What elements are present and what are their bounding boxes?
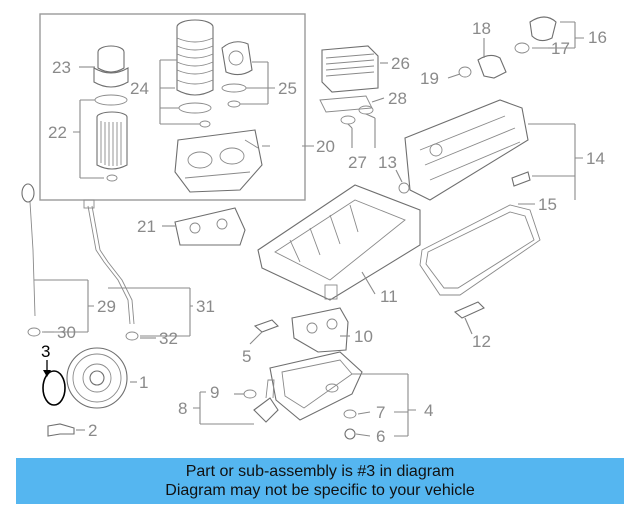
- callout-2: 2: [88, 421, 97, 440]
- callout-7: 7: [376, 403, 385, 422]
- tube-seal-32-part: [125, 331, 139, 341]
- adapter-small-seal-part: [227, 100, 241, 108]
- breather-pipe-part: [514, 16, 557, 54]
- callout-10: 10: [354, 327, 373, 346]
- cooler-gasket-part: [319, 95, 373, 113]
- callout-9: 9: [210, 383, 219, 402]
- callout-13: 13: [378, 153, 397, 172]
- callout-30: 30: [57, 323, 76, 342]
- callout-27: 27: [348, 153, 367, 172]
- cap-o-ring-part: [94, 94, 128, 106]
- callout-11: 11: [380, 287, 398, 306]
- callout-29: 29: [97, 297, 116, 316]
- callout-5: 5: [242, 347, 251, 366]
- fitting-part: [458, 54, 507, 79]
- drain-seal-7-part: [343, 409, 357, 419]
- callout-26: 26: [391, 54, 410, 73]
- banner-line-2: Diagram may not be specific to your vehi…: [165, 482, 475, 499]
- pcv-valve-part: [511, 171, 531, 187]
- cooler-seal-27-left: [340, 115, 356, 125]
- small-gasket-part: [253, 319, 279, 333]
- callout-21: 21: [137, 217, 156, 236]
- drain-plug-6-part: [344, 428, 356, 440]
- filter-small-seal-part: [106, 174, 118, 182]
- seal-13-part: [398, 182, 410, 194]
- dipstick-part: [21, 183, 36, 317]
- oil-level-sensor-part: [253, 379, 279, 423]
- callout-31: 31: [196, 297, 215, 316]
- callout-18: 18: [472, 19, 491, 38]
- seal-3-highlighted-part: [42, 370, 66, 406]
- callout-24: 24: [130, 79, 149, 98]
- callout-1: 1: [139, 373, 148, 392]
- parts-diagram: 1 2 3 4 5 6 7 8 9 10 11 12 13 14 15 16 1…: [21, 13, 607, 446]
- bolt-2-part: [47, 423, 75, 437]
- callout-4: 4: [424, 401, 433, 420]
- callout-23: 23: [52, 58, 71, 77]
- banner-line-1: Part or sub-assembly is #3 in diagram: [185, 463, 455, 480]
- callout-6: 6: [376, 427, 385, 446]
- crankshaft-pulley-part: [66, 347, 128, 409]
- dipstick-seal-30-part: [27, 327, 41, 337]
- oil-filter-inset-box: [39, 13, 306, 201]
- oil-filter-element-part: [96, 111, 128, 170]
- callout-12: 12: [472, 332, 491, 351]
- valve-cover-part: [404, 99, 529, 201]
- adapter-seal-part: [221, 83, 247, 93]
- seal-3-arrow-head: [43, 370, 51, 377]
- baffle-plate-part: [174, 207, 246, 246]
- sensor-seal-9-part: [243, 389, 257, 399]
- oil-pump-part: [291, 307, 349, 353]
- oil-pan-lower-part: [269, 351, 363, 421]
- callout-22: 22: [48, 123, 67, 142]
- oil-cooler-part: [321, 45, 379, 93]
- callout-20: 20: [316, 137, 335, 156]
- cooler-seal-27-right: [358, 105, 374, 115]
- gasket-12-part: [453, 301, 485, 319]
- valve-cover-gasket-part: [419, 204, 541, 296]
- callout-28: 28: [388, 89, 407, 108]
- filter-housing-part: [176, 19, 214, 96]
- info-banner: Part or sub-assembly is #3 in diagram Di…: [16, 458, 624, 504]
- callout-25: 25: [278, 79, 297, 98]
- callout-8: 8: [178, 399, 187, 418]
- filter-base-part: [174, 129, 263, 193]
- dipstick-tube-part: [83, 199, 135, 325]
- callout-16: 16: [588, 28, 607, 47]
- callout-3: 3: [41, 342, 50, 361]
- callout-19: 19: [420, 69, 439, 88]
- housing-small-seal-part: [199, 120, 211, 128]
- housing-o-ring-part: [178, 102, 212, 114]
- adapter-part: [221, 41, 253, 76]
- callout-15: 15: [538, 195, 557, 214]
- callout-14: 14: [586, 149, 605, 168]
- callout-17: 17: [551, 39, 570, 58]
- filter-cap-part: [93, 45, 129, 88]
- oil-pan-upper-part: [257, 184, 421, 301]
- callout-32: 32: [159, 329, 178, 348]
